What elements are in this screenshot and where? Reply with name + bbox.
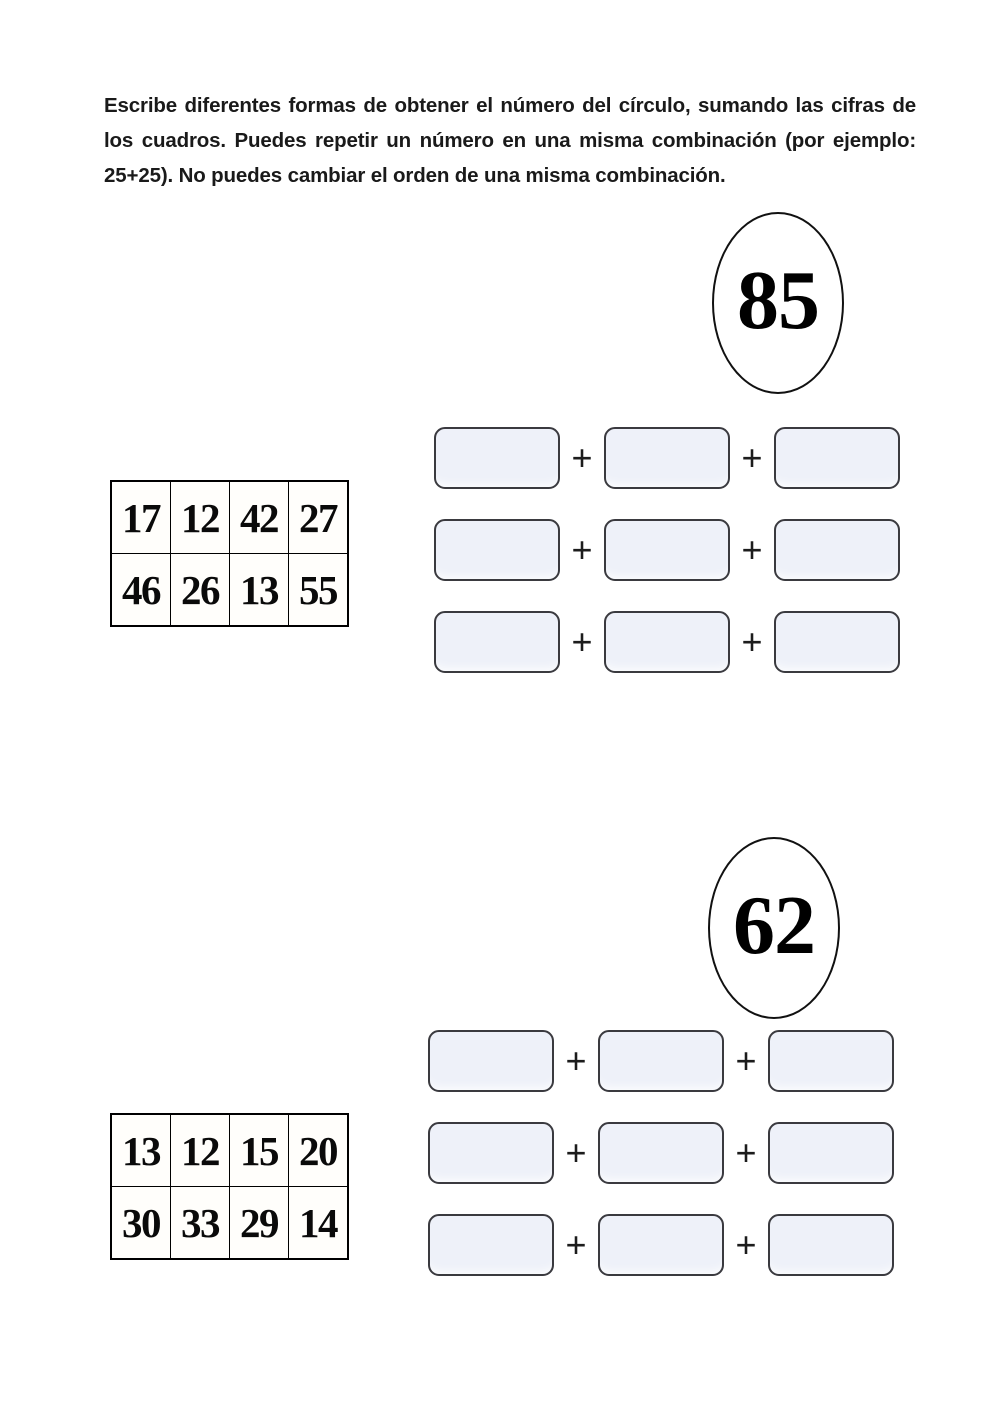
- target-number-2: 62: [733, 879, 816, 972]
- answer-input[interactable]: [428, 1214, 554, 1276]
- answer-input[interactable]: [434, 611, 560, 673]
- answer-row: + +: [428, 1214, 894, 1276]
- answer-input[interactable]: [604, 519, 730, 581]
- number-cell: 14: [288, 1186, 347, 1258]
- plus-icon: +: [741, 529, 763, 570]
- plus-icon: +: [741, 437, 763, 478]
- plus-icon: +: [741, 621, 763, 662]
- instructions-text: Escribe diferentes formas de obtener el …: [104, 94, 916, 187]
- number-grid-2: 13 12 15 20 30 33 29 14: [110, 1113, 349, 1260]
- plus-icon: +: [735, 1040, 757, 1081]
- number-cell: 13: [112, 1115, 171, 1187]
- answer-input[interactable]: [434, 427, 560, 489]
- number-cell: 12: [170, 482, 230, 554]
- plus-icon: +: [735, 1224, 757, 1265]
- plus-icon: +: [735, 1132, 757, 1173]
- answer-input[interactable]: [428, 1030, 554, 1092]
- number-cell: 55: [288, 553, 347, 625]
- answer-input[interactable]: [774, 427, 900, 489]
- plus-icon: +: [565, 1132, 587, 1173]
- plus-icon: +: [571, 621, 593, 662]
- answer-input[interactable]: [598, 1214, 724, 1276]
- number-cell: 17: [112, 482, 171, 554]
- answer-row: + +: [434, 519, 900, 581]
- answer-rows-2: + + + + + +: [428, 1030, 894, 1276]
- number-grid-row: 17 12 42 27: [112, 482, 347, 554]
- number-grid-1: 17 12 42 27 46 26 13 55: [110, 480, 349, 627]
- number-cell: 33: [170, 1186, 230, 1258]
- plus-icon: +: [565, 1040, 587, 1081]
- plus-icon: +: [571, 529, 593, 570]
- number-cell: 27: [288, 482, 347, 554]
- number-cell: 26: [170, 553, 230, 625]
- plus-icon: +: [571, 437, 593, 478]
- target-circle-1: 85: [712, 212, 844, 394]
- number-cell: 46: [112, 553, 171, 625]
- plus-icon: +: [565, 1224, 587, 1265]
- answer-input[interactable]: [768, 1214, 894, 1276]
- number-grid-row: 13 12 15 20: [112, 1115, 347, 1187]
- number-cell: 29: [229, 1186, 289, 1258]
- answer-input[interactable]: [774, 611, 900, 673]
- answer-input[interactable]: [598, 1030, 724, 1092]
- exercise-1: 85 17 12 42 27 46 26 13 55 + +: [0, 205, 1000, 705]
- number-cell: 30: [112, 1186, 171, 1258]
- answer-input[interactable]: [428, 1122, 554, 1184]
- number-grid-row: 30 33 29 14: [112, 1186, 347, 1258]
- answer-input[interactable]: [434, 519, 560, 581]
- exercise-2: 62 13 12 15 20 30 33 29 14 + +: [0, 825, 1000, 1325]
- answer-row: + +: [428, 1122, 894, 1184]
- number-cell: 20: [288, 1115, 347, 1187]
- answer-row: + +: [428, 1030, 894, 1092]
- target-circle-2: 62: [708, 837, 840, 1019]
- answer-input[interactable]: [768, 1030, 894, 1092]
- number-cell: 12: [170, 1115, 230, 1187]
- answer-input[interactable]: [604, 611, 730, 673]
- target-number-1: 85: [737, 254, 820, 347]
- number-cell: 42: [229, 482, 289, 554]
- number-grid-row: 46 26 13 55: [112, 553, 347, 625]
- answer-input[interactable]: [768, 1122, 894, 1184]
- answer-row: + +: [434, 427, 900, 489]
- number-cell: 13: [229, 553, 289, 625]
- number-cell: 15: [229, 1115, 289, 1187]
- answer-row: + +: [434, 611, 900, 673]
- answer-input[interactable]: [604, 427, 730, 489]
- answer-rows-1: + + + + + +: [434, 427, 900, 673]
- answer-input[interactable]: [774, 519, 900, 581]
- answer-input[interactable]: [598, 1122, 724, 1184]
